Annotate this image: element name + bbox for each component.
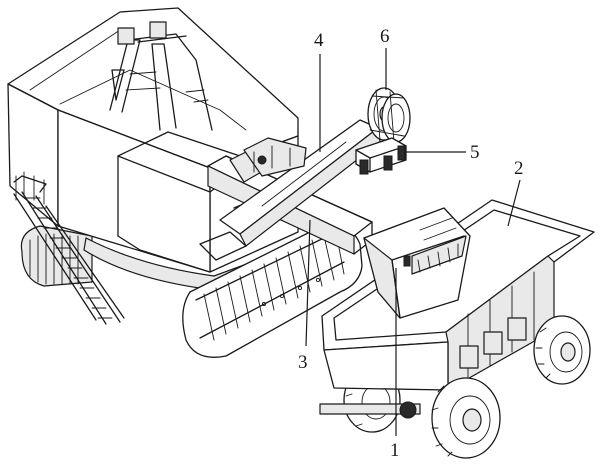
label-3: 3 xyxy=(298,352,308,373)
rear-crawler-track xyxy=(20,225,93,287)
label-4: 4 xyxy=(314,30,324,51)
truck-front-wheel xyxy=(431,377,501,459)
boom-bracket xyxy=(355,137,407,175)
leader-2 xyxy=(507,179,521,227)
gantry-frame xyxy=(109,21,213,131)
boom xyxy=(199,119,381,261)
label-2: 2 xyxy=(514,158,524,179)
leader-3 xyxy=(305,219,311,347)
truck-side-wheel xyxy=(533,315,591,385)
leader-lines xyxy=(305,48,521,436)
part-labels: 1 2 3 4 5 6 xyxy=(298,26,524,461)
label-6: 6 xyxy=(380,26,390,47)
label-5: 5 xyxy=(470,142,480,163)
label-1: 1 xyxy=(390,440,400,461)
boom-point-sheave xyxy=(367,87,411,143)
access-stairway xyxy=(13,171,125,325)
dipper-bucket xyxy=(363,207,471,319)
